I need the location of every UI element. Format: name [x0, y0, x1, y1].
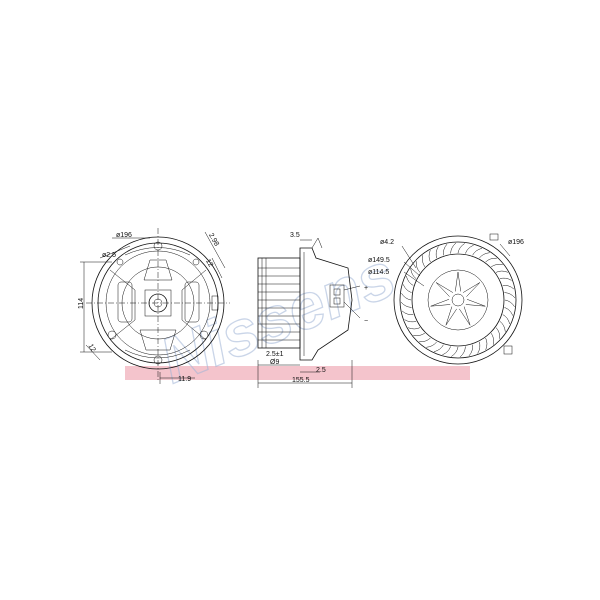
background-band — [125, 366, 470, 380]
impeller-blade — [400, 301, 412, 308]
impeller-blade — [422, 255, 426, 267]
impeller-blade — [504, 292, 516, 299]
hub-spoke — [465, 299, 486, 307]
hub-spoke — [455, 271, 461, 292]
dim-overall-length: 155.5 — [292, 377, 310, 384]
dim-motor-a: 2.5±1 — [266, 351, 284, 358]
dim-small: 2.5 — [316, 367, 326, 374]
dim-bottom: 11.9 — [178, 376, 191, 383]
impeller-blade — [502, 314, 510, 325]
impeller-blade — [426, 341, 437, 348]
impeller-blade — [404, 319, 417, 323]
impeller-blade — [495, 327, 501, 339]
dim-angle: 2.98 — [207, 232, 220, 247]
impeller-blade — [495, 270, 508, 273]
impeller-blade — [490, 333, 494, 345]
dim-small-diameter: ø4.2 — [380, 239, 394, 246]
dim-slot: 12 — [204, 258, 214, 268]
polarity-minus: − — [364, 318, 368, 325]
impeller-blade — [465, 244, 474, 254]
impeller-blade — [504, 307, 514, 316]
impeller-blade — [459, 346, 466, 358]
impeller-blade — [502, 285, 515, 290]
dim-outer-diameter-front: ø196 — [116, 232, 132, 239]
impeller-blade — [408, 327, 421, 330]
rear-view — [393, 233, 523, 365]
dim-mid-diameter: ø149.5 — [368, 257, 390, 264]
impeller-blade — [491, 264, 503, 268]
impeller-blade — [401, 293, 412, 301]
dim-height: 114 — [78, 298, 85, 309]
front-view — [80, 228, 230, 384]
impeller-blade — [499, 321, 506, 332]
hub-spoke — [435, 282, 454, 297]
dim-top-width: 3.5 — [290, 232, 300, 239]
dim-inner-diameter: ø114.5 — [368, 269, 389, 276]
impeller-blade — [477, 341, 481, 354]
polarity-plus: + — [364, 285, 368, 292]
impeller-blade — [499, 277, 512, 281]
impeller-blade — [485, 257, 497, 263]
impeller-blade — [401, 310, 414, 315]
impeller-blade — [504, 299, 515, 307]
side-view — [257, 237, 361, 388]
impeller-blade — [428, 250, 431, 263]
impeller-blade — [402, 284, 412, 293]
impeller-blade — [468, 344, 473, 357]
impeller-blade — [457, 243, 465, 254]
impeller-blade — [442, 346, 451, 356]
impeller-blade — [419, 337, 431, 343]
impeller-blade — [451, 346, 459, 357]
dim-hole-diameter: ø2.5 — [102, 252, 116, 259]
impeller-blade — [413, 332, 425, 336]
dim-offset: 12 — [87, 343, 97, 353]
impeller-blade — [435, 246, 439, 259]
impeller-blade — [450, 242, 457, 254]
impeller-blade — [406, 275, 414, 286]
hub-spoke — [430, 299, 451, 307]
impeller-blade — [485, 337, 488, 350]
impeller-blade — [479, 252, 490, 259]
impeller-blade — [472, 248, 483, 256]
dim-motor-b: Ø9 — [270, 359, 279, 366]
impeller-blade — [443, 243, 448, 256]
impeller-blade — [410, 268, 417, 279]
hub-spoke — [459, 306, 471, 326]
impeller-blade — [433, 344, 444, 352]
hub-spoke — [445, 306, 457, 326]
impeller-blade — [415, 261, 421, 273]
dim-outer-diameter-rear: ø196 — [508, 239, 524, 246]
hub-spoke — [462, 282, 481, 297]
